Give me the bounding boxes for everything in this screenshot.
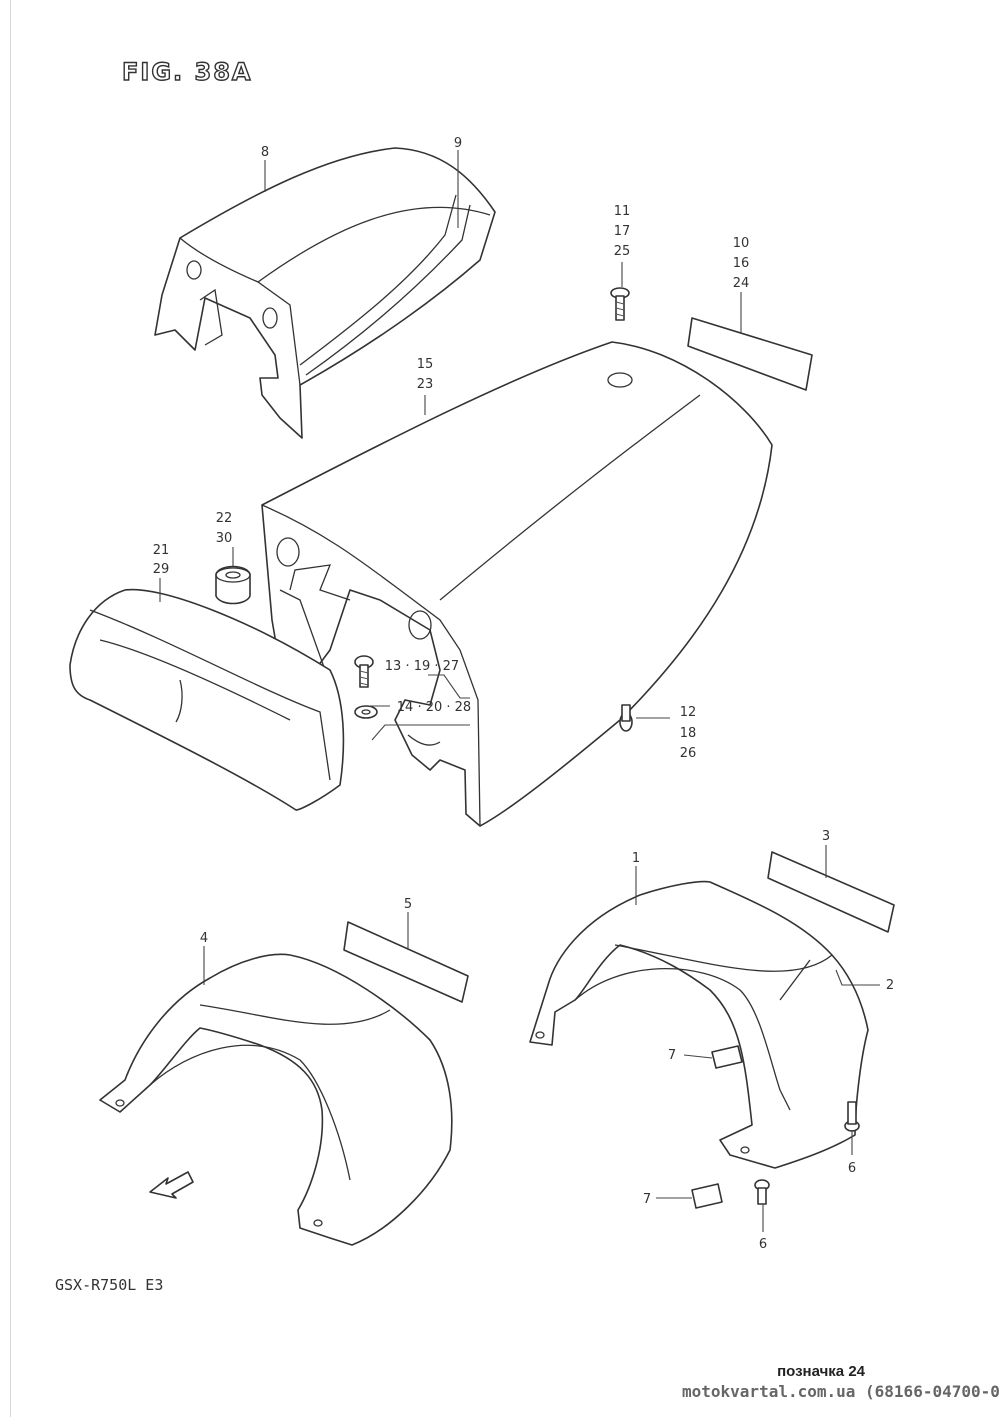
- left-frame-cover-part: [99, 953, 453, 1246]
- sticker-5-part: [343, 921, 469, 1003]
- seat-tail-cover-part: [154, 147, 496, 439]
- callout-3: 3: [822, 829, 830, 844]
- model-label: GSX-R750L E3: [55, 1276, 164, 1294]
- callout-5: 5: [404, 897, 412, 912]
- nut-7-upper-part: [711, 1045, 743, 1069]
- callout-22: 22: [216, 511, 233, 526]
- figure-title: FIG. 38A: [121, 57, 253, 86]
- screw-6-lower-part: [754, 1179, 770, 1205]
- nut-7-lower-part: [691, 1183, 723, 1209]
- callout-17: 17: [614, 224, 631, 239]
- sticker-3-part: [767, 851, 895, 933]
- sticker-part: [687, 317, 813, 391]
- callout-2: 2: [886, 978, 894, 993]
- callout-12: 12: [680, 705, 697, 720]
- leader-lines: [159, 150, 880, 1232]
- seat-cowling-part: [261, 341, 773, 827]
- callout-1: 1: [632, 851, 640, 866]
- callout-8: 8: [261, 145, 269, 160]
- callout-29: 29: [153, 562, 170, 577]
- callout-25: 25: [614, 244, 631, 259]
- footer-reference: позначка 24: [777, 1363, 865, 1380]
- callout-7-lower: 7: [643, 1192, 651, 1207]
- callout-6-lower: 6: [759, 1237, 767, 1252]
- callout-6-right: 6: [848, 1161, 856, 1176]
- screw-13-part: [354, 655, 374, 688]
- callout-18: 18: [680, 726, 697, 741]
- tail-box-part: [69, 588, 345, 811]
- callout-10: 10: [733, 236, 750, 251]
- footer-source: motokvartal.com.ua (68166-04700-0J: [682, 1382, 1000, 1401]
- callout-13-19-27: 13 · 19 · 27: [385, 659, 459, 674]
- bolt-12-part: [619, 704, 633, 732]
- callout-11: 11: [614, 204, 631, 219]
- right-frame-cover-part: [529, 880, 869, 1169]
- washer-14-part: [354, 705, 378, 719]
- binder-margin-line: [10, 0, 11, 1417]
- callout-labels: 8 9 11 17 25 10 16 24 15 23 22 30 21 29 …: [153, 136, 894, 1252]
- callout-15: 15: [417, 357, 434, 372]
- callout-21: 21: [153, 543, 170, 558]
- callout-30: 30: [216, 531, 233, 546]
- forward-arrow-icon: [149, 1171, 194, 1199]
- callout-7-upper: 7: [668, 1048, 676, 1063]
- grommet-part: [215, 565, 251, 605]
- callout-14-20-28: 14 · 20 · 28: [397, 700, 471, 715]
- callout-26: 26: [680, 746, 697, 761]
- bolt-part: [610, 287, 630, 321]
- callout-9: 9: [454, 136, 462, 151]
- callout-23: 23: [417, 377, 434, 392]
- callout-4: 4: [200, 931, 208, 946]
- callout-24: 24: [733, 276, 750, 291]
- screw-6-right-part: [844, 1101, 860, 1132]
- callout-16: 16: [733, 256, 750, 271]
